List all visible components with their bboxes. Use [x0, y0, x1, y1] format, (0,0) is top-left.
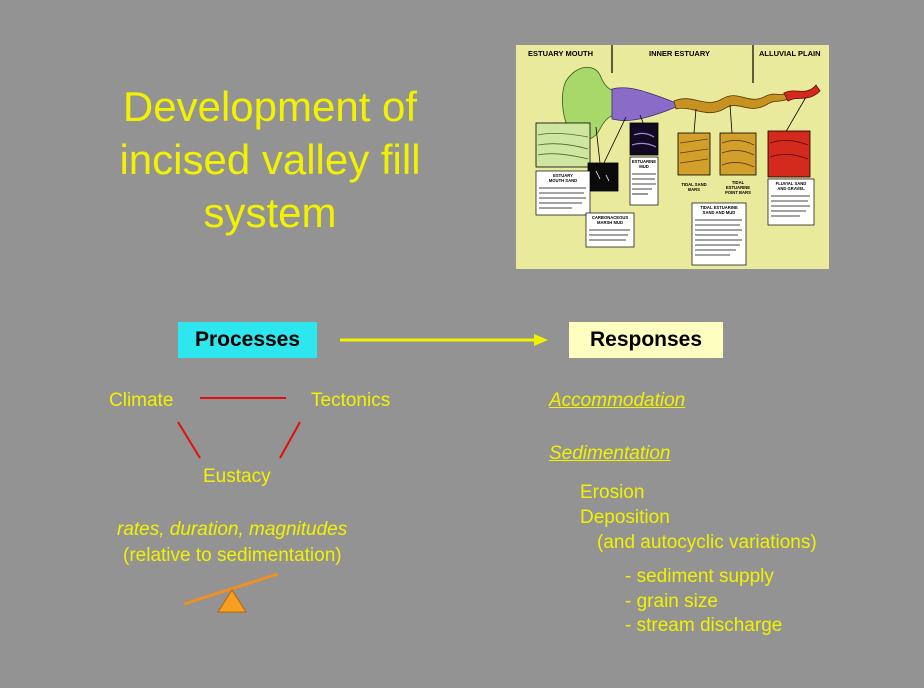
- tectonics-label: Tectonics: [311, 390, 391, 411]
- svg-text:SAND AND MUD: SAND AND MUD: [703, 210, 736, 215]
- eustacy-label: Eustacy: [203, 466, 271, 487]
- panel-tidal-sand-bars: [677, 132, 711, 176]
- process-triangle-lines: [177, 397, 301, 459]
- svg-text:TIDAL SAND: TIDAL SAND: [681, 182, 706, 187]
- svg-text:MUD: MUD: [639, 164, 649, 169]
- response-item-grain-size: - grain size: [625, 591, 718, 612]
- svg-text:ESTUARINE: ESTUARINE: [632, 159, 656, 164]
- svg-text:BARS: BARS: [688, 187, 700, 192]
- deposition-text: Deposition: [580, 507, 670, 528]
- estuary-diagram: ESTUARY MOUTH INNER ESTUARY ALLUVIAL PLA…: [516, 45, 829, 269]
- header-estuary-mouth: ESTUARY MOUTH: [528, 49, 593, 58]
- svg-text:TIDAL ESTUARINE: TIDAL ESTUARINE: [700, 205, 738, 210]
- panel-tidal-point-bars: [719, 132, 757, 176]
- caption-fluvial-sand-gravel: [767, 178, 815, 226]
- climate-label: Climate: [109, 390, 174, 411]
- title-line-2: incised valley fill: [119, 136, 421, 183]
- erosion-text: Erosion: [580, 482, 645, 503]
- accommodation-text: Accommodation: [549, 390, 686, 411]
- header-alluvial-plain: ALLUVIAL PLAIN: [759, 49, 821, 58]
- processes-label: Processes: [178, 322, 317, 358]
- autocyclic-text: (and autocyclic variations): [597, 532, 817, 553]
- panel-estuary-mouth-sand: [535, 122, 591, 168]
- title-line-1: Development of: [122, 83, 418, 130]
- relative-text: (relative to sedimentation): [123, 545, 342, 566]
- svg-text:CARBONACEOUS: CARBONACEOUS: [592, 215, 629, 220]
- svg-text:MOUTH SAND: MOUTH SAND: [549, 178, 577, 183]
- svg-text:TIDAL: TIDAL: [732, 180, 745, 185]
- header-inner-estuary: INNER ESTUARY: [649, 49, 710, 58]
- response-item-sediment-supply: - sediment supply: [625, 566, 774, 587]
- title-line-3: system: [203, 189, 337, 236]
- panel-carbonaceous: [587, 162, 619, 192]
- svg-text:ESTUARY: ESTUARY: [553, 173, 573, 178]
- panel-fluvial: [767, 130, 811, 178]
- response-item-stream-discharge: - stream discharge: [625, 615, 783, 636]
- caption-estuarine-mud: [629, 156, 659, 206]
- svg-text:AND GRAVEL: AND GRAVEL: [777, 186, 805, 191]
- responses-label: Responses: [569, 322, 723, 358]
- svg-text:ESTUARINE: ESTUARINE: [726, 185, 750, 190]
- rates-text: rates, duration, magnitudes: [117, 519, 348, 540]
- svg-text:FLUVIAL SAND: FLUVIAL SAND: [776, 181, 807, 186]
- slide-title: Development of incised valley fill syste…: [80, 80, 460, 239]
- seesaw-icon: [183, 572, 279, 613]
- svg-text:MARSH MUD: MARSH MUD: [597, 220, 623, 225]
- fluvial-channel-body: [783, 84, 821, 102]
- sedimentation-text: Sedimentation: [549, 443, 671, 464]
- panel-estuarine-mud: [629, 122, 659, 156]
- svg-text:POINT BARS: POINT BARS: [725, 190, 751, 195]
- process-to-response-arrow: [340, 334, 548, 346]
